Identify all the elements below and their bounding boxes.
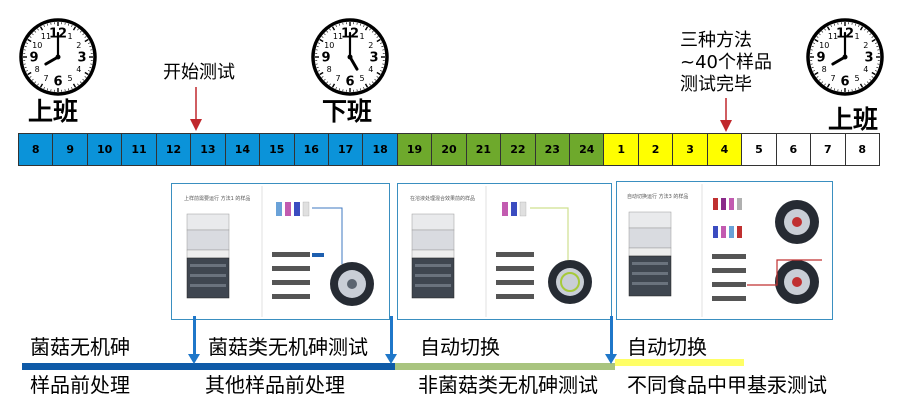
clock-numeral: 8 bbox=[35, 65, 40, 74]
clock-numeral: 11 bbox=[41, 32, 51, 41]
hour-cell: 4 bbox=[707, 134, 743, 165]
clock-numeral: 8 bbox=[822, 65, 827, 74]
hour-cell: 13 bbox=[191, 134, 226, 165]
hour-cell: 24 bbox=[570, 134, 605, 165]
clock-numeral: 3 bbox=[369, 51, 378, 66]
clock-numeral: 7 bbox=[43, 74, 48, 83]
hour-cell: 22 bbox=[501, 134, 536, 165]
three-methods-note: 三种方法 ~40个样品 测试完毕 bbox=[680, 30, 772, 96]
hour-cell: 6 bbox=[776, 134, 812, 165]
clock-numeral: 9 bbox=[321, 51, 330, 66]
three-methods-line1: 三种方法 bbox=[680, 30, 752, 51]
hour-cell: 12 bbox=[156, 134, 192, 165]
hour-cell: 5 bbox=[742, 134, 777, 165]
three-methods-line2: ~40个样品 bbox=[680, 52, 772, 73]
hour-cell: 14 bbox=[225, 134, 261, 165]
other-pretreatment-label: 其他样品前处理 bbox=[205, 373, 345, 397]
method3-panel: 自动切换运行 方法3 的样品 bbox=[616, 181, 833, 320]
clock-numeral: 3 bbox=[77, 51, 86, 66]
start-test-arrow bbox=[190, 87, 202, 131]
auto-switch-1-label: 自动切换 bbox=[420, 335, 500, 359]
clock-numeral: 9 bbox=[816, 51, 825, 66]
hour-cell: 19 bbox=[397, 134, 433, 165]
method2-panel: 在溶液处理混合效果前的样品 bbox=[397, 183, 612, 320]
clock-numeral: 10 bbox=[324, 41, 334, 50]
hour-cell: 8 bbox=[19, 134, 54, 165]
clock-numeral: 6 bbox=[345, 75, 354, 90]
clock-numeral: 7 bbox=[830, 74, 835, 83]
sample-pretreatment-label: 样品前处理 bbox=[30, 373, 130, 397]
arrow-stem-1 bbox=[193, 316, 196, 356]
complete-arrow bbox=[720, 98, 732, 132]
clock-numeral: 2 bbox=[76, 41, 81, 50]
method1-panel: 上样前需要运行 方法1 的样品 bbox=[171, 183, 390, 320]
clock-numeral: 3 bbox=[864, 51, 873, 66]
non-mushroom-test-label: 非菌菇类无机砷测试 bbox=[418, 373, 598, 397]
clock-numeral: 11 bbox=[333, 32, 343, 41]
hour-cell: 21 bbox=[466, 134, 502, 165]
hour-cell: 20 bbox=[432, 134, 467, 165]
clock-icon-right: 121234567891011 bbox=[806, 18, 884, 96]
hour-cell: 18 bbox=[363, 134, 398, 165]
shangban-left-label: 上班 bbox=[28, 97, 79, 126]
clock-numeral: 1 bbox=[67, 32, 72, 41]
clock-numeral: 1 bbox=[359, 32, 364, 41]
hour-cell: 10 bbox=[87, 134, 123, 165]
hour-cell: 23 bbox=[535, 134, 570, 165]
mercury-test-label: 不同食品中甲基汞测试 bbox=[627, 373, 827, 397]
clock-numeral: 2 bbox=[863, 41, 868, 50]
method3-instrument-diagram: 自动切换运行 方法3 的样品 bbox=[617, 182, 832, 319]
hour-cell: 8 bbox=[845, 134, 880, 165]
clock-numeral: 5 bbox=[854, 74, 859, 83]
clock-numeral: 4 bbox=[76, 65, 81, 74]
clock-numeral: 7 bbox=[335, 74, 340, 83]
green-phase-bar bbox=[395, 363, 615, 370]
hour-cell: 17 bbox=[328, 134, 364, 165]
clock-numeral: 5 bbox=[67, 74, 72, 83]
clock-icon-middle: 121234567891011 bbox=[311, 18, 389, 96]
clock-numeral: 11 bbox=[828, 32, 838, 41]
hour-cell: 2 bbox=[638, 134, 674, 165]
blue-phase-bar bbox=[22, 363, 395, 370]
method2-title: 在溶液处理混合效果前的样品 bbox=[410, 195, 475, 202]
clock-numeral: 6 bbox=[53, 75, 62, 90]
clock-numeral: 8 bbox=[327, 65, 332, 74]
down-arrow-1-icon bbox=[188, 354, 200, 364]
clock-numeral: 9 bbox=[29, 51, 38, 66]
hour-cell: 3 bbox=[673, 134, 708, 165]
clock-numeral: 2 bbox=[368, 41, 373, 50]
arrow-stem-2 bbox=[390, 316, 393, 356]
clock-numeral: 10 bbox=[32, 41, 42, 50]
down-arrow-3-icon bbox=[605, 354, 617, 364]
clock-numeral: 6 bbox=[840, 75, 849, 90]
down-arrow-2-icon bbox=[385, 354, 397, 364]
hour-cell: 1 bbox=[604, 134, 639, 165]
arrow-stem-3 bbox=[610, 316, 613, 356]
three-methods-line3: 测试完毕 bbox=[680, 74, 752, 95]
mushroom-test-label: 菌菇类无机砷测试 bbox=[208, 335, 368, 359]
hour-cell: 16 bbox=[294, 134, 329, 165]
method3-title: 自动切换运行 方法3 的样品 bbox=[627, 193, 688, 200]
yellow-phase-bar bbox=[615, 359, 744, 366]
hour-cell: 7 bbox=[811, 134, 846, 165]
hour-cell: 15 bbox=[260, 134, 295, 165]
hour-cell: 11 bbox=[122, 134, 157, 165]
clock-numeral: 1 bbox=[854, 32, 859, 41]
method1-instrument-diagram: 上样前需要运行 方法1 的样品 bbox=[172, 184, 389, 319]
auto-switch-2-label: 自动切换 bbox=[627, 335, 707, 359]
mushroom-arsenic-label: 菌菇无机砷 bbox=[30, 335, 130, 359]
method1-title: 上样前需要运行 方法1 的样品 bbox=[184, 195, 250, 202]
shangban-right-label: 上班 bbox=[828, 105, 879, 134]
clock-icon-left: 121234567891011 bbox=[19, 18, 97, 96]
hour-cell: 9 bbox=[53, 134, 88, 165]
clock-numeral: 4 bbox=[863, 65, 868, 74]
xiaban-label: 下班 bbox=[322, 97, 373, 126]
clock-numeral: 5 bbox=[359, 74, 364, 83]
clock-numeral: 10 bbox=[819, 41, 829, 50]
method2-instrument-diagram: 在溶液处理混合效果前的样品 bbox=[398, 184, 611, 319]
start-test-label: 开始测试 bbox=[163, 62, 235, 83]
clock-numeral: 4 bbox=[368, 65, 373, 74]
